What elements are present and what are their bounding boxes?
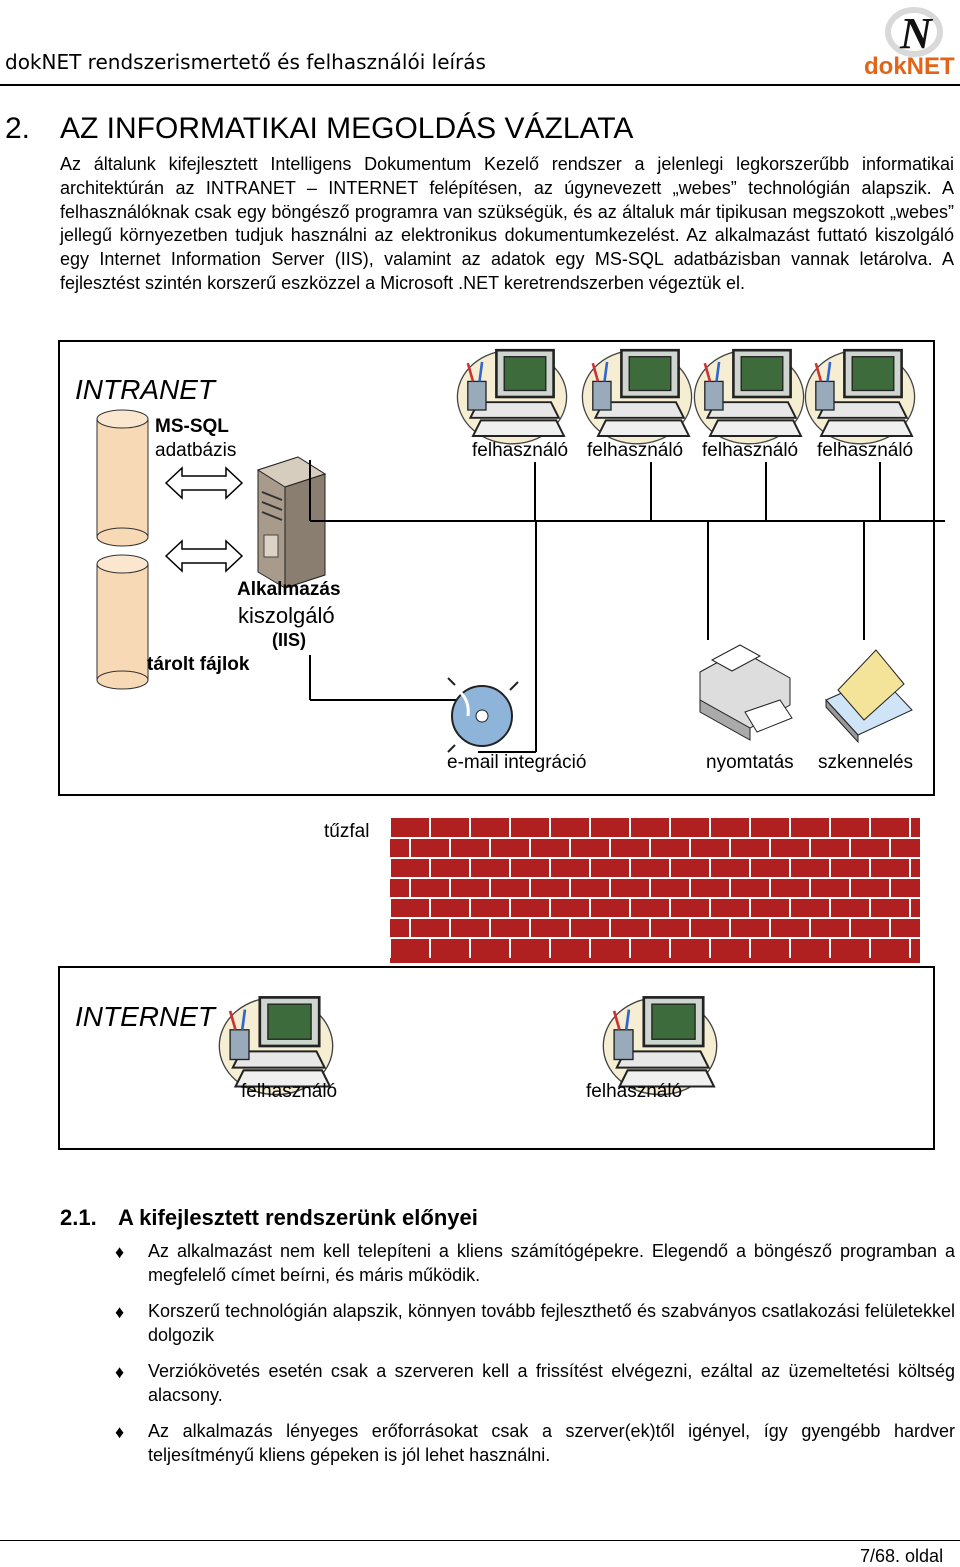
database-icon [96,409,149,547]
list-item: ♦ Korszerű technológián alapszik, könnyen… [115,1300,955,1347]
internet-label: INTERNET [75,1001,215,1032]
server-label-2: kiszolgáló [238,603,335,628]
files-arrow-icon [164,539,244,573]
doknet-logo: N dokNET [864,7,955,78]
computer-icon [456,348,568,446]
intro-paragraph: Az általunk kifejlesztett Intelligens Do… [60,153,954,296]
file-storage-icon [96,554,149,690]
firewall-label: tűzfal [324,821,370,842]
list-item: ♦ Verziókövetés esetén csak a szerveren k… [115,1360,955,1407]
diamond-bullet-icon: ♦ [115,1302,125,1322]
intranet-box [58,340,935,796]
list-item: ♦ Az alkalmazás lényeges erőforrásokat cs… [115,1420,955,1467]
print-label: nyomtatás [706,752,794,773]
section-title: AZ INFORMATIKAI MEGOLDÁS VÁZLATA [60,112,634,145]
files-label: tárolt fájlok [147,654,250,675]
computer-icon [693,348,805,446]
db-arrow-icon [164,466,244,500]
benefits-list: ♦ Az alkalmazást nem kell telepíteni a kl… [115,1240,955,1480]
diamond-bullet-icon: ♦ [115,1242,125,1262]
architecture-diagram [96,348,945,1096]
server-label-1: Alkalmazás [237,579,341,600]
subsection-heading: 2.1. A kifejlesztett rendszerünk előnyei [60,1205,478,1231]
scanner-icon [825,649,913,744]
header-title: dokNET rendszerismertető és felhasználói… [5,50,486,74]
db-label-1: MS-SQL [155,416,229,437]
list-item-text: Verziókövetés esetén csak a szerveren ke… [148,1361,955,1405]
list-item: ♦ Az alkalmazást nem kell telepíteni a kl… [115,1240,955,1287]
list-item-text: Az alkalmazás lényeges erőforrásokat csa… [148,1421,955,1465]
logo-letter: N [899,9,934,58]
intranet-user-label: felhasználó [587,440,684,461]
footer-rule [0,1540,960,1541]
diamond-bullet-icon: ♦ [115,1422,125,1442]
intranet-user-label: felhasználó [472,440,569,461]
email-label: e-mail integráció [447,752,587,773]
diamond-bullet-icon: ♦ [115,1362,125,1382]
header-rule [0,84,960,86]
page-number: 7/68. oldal [860,1546,944,1566]
intro-text: Az általunk kifejlesztett Intelligens Do… [60,154,954,293]
computer-icon [804,348,916,446]
server-label-3: (IIS) [272,630,306,650]
scan-label: szkennelés [818,752,914,773]
list-item-text: Az alkalmazást nem kell telepíteni a kli… [148,1241,955,1285]
internet-box [58,966,935,1150]
intranet-label: INTRANET [75,374,215,405]
subsection-number: 2.1. [60,1205,97,1230]
internet-user-label: felhasználó [241,1081,338,1102]
section-heading: 2. AZ INFORMATIKAI MEGOLDÁS VÁZLATA [5,112,633,146]
db-label-2: adatbázis [155,440,237,461]
internet-user-label: felhasználó [586,1081,683,1102]
list-item-text: Korszerű technológián alapszik, könnyen … [148,1301,955,1345]
email-icon [447,677,519,753]
network-lines [309,460,945,753]
intranet-user-label: felhasználó [817,440,914,461]
printer-icon [699,644,793,741]
server-icon [256,456,327,589]
intranet-user-label: felhasználó [702,440,799,461]
firewall-icon [389,818,920,963]
subsection-title: A kifejlesztett rendszerünk előnyei [118,1205,478,1230]
computer-icon [581,348,693,446]
logo-text: dokNET [864,53,955,78]
section-number: 2. [5,112,31,145]
